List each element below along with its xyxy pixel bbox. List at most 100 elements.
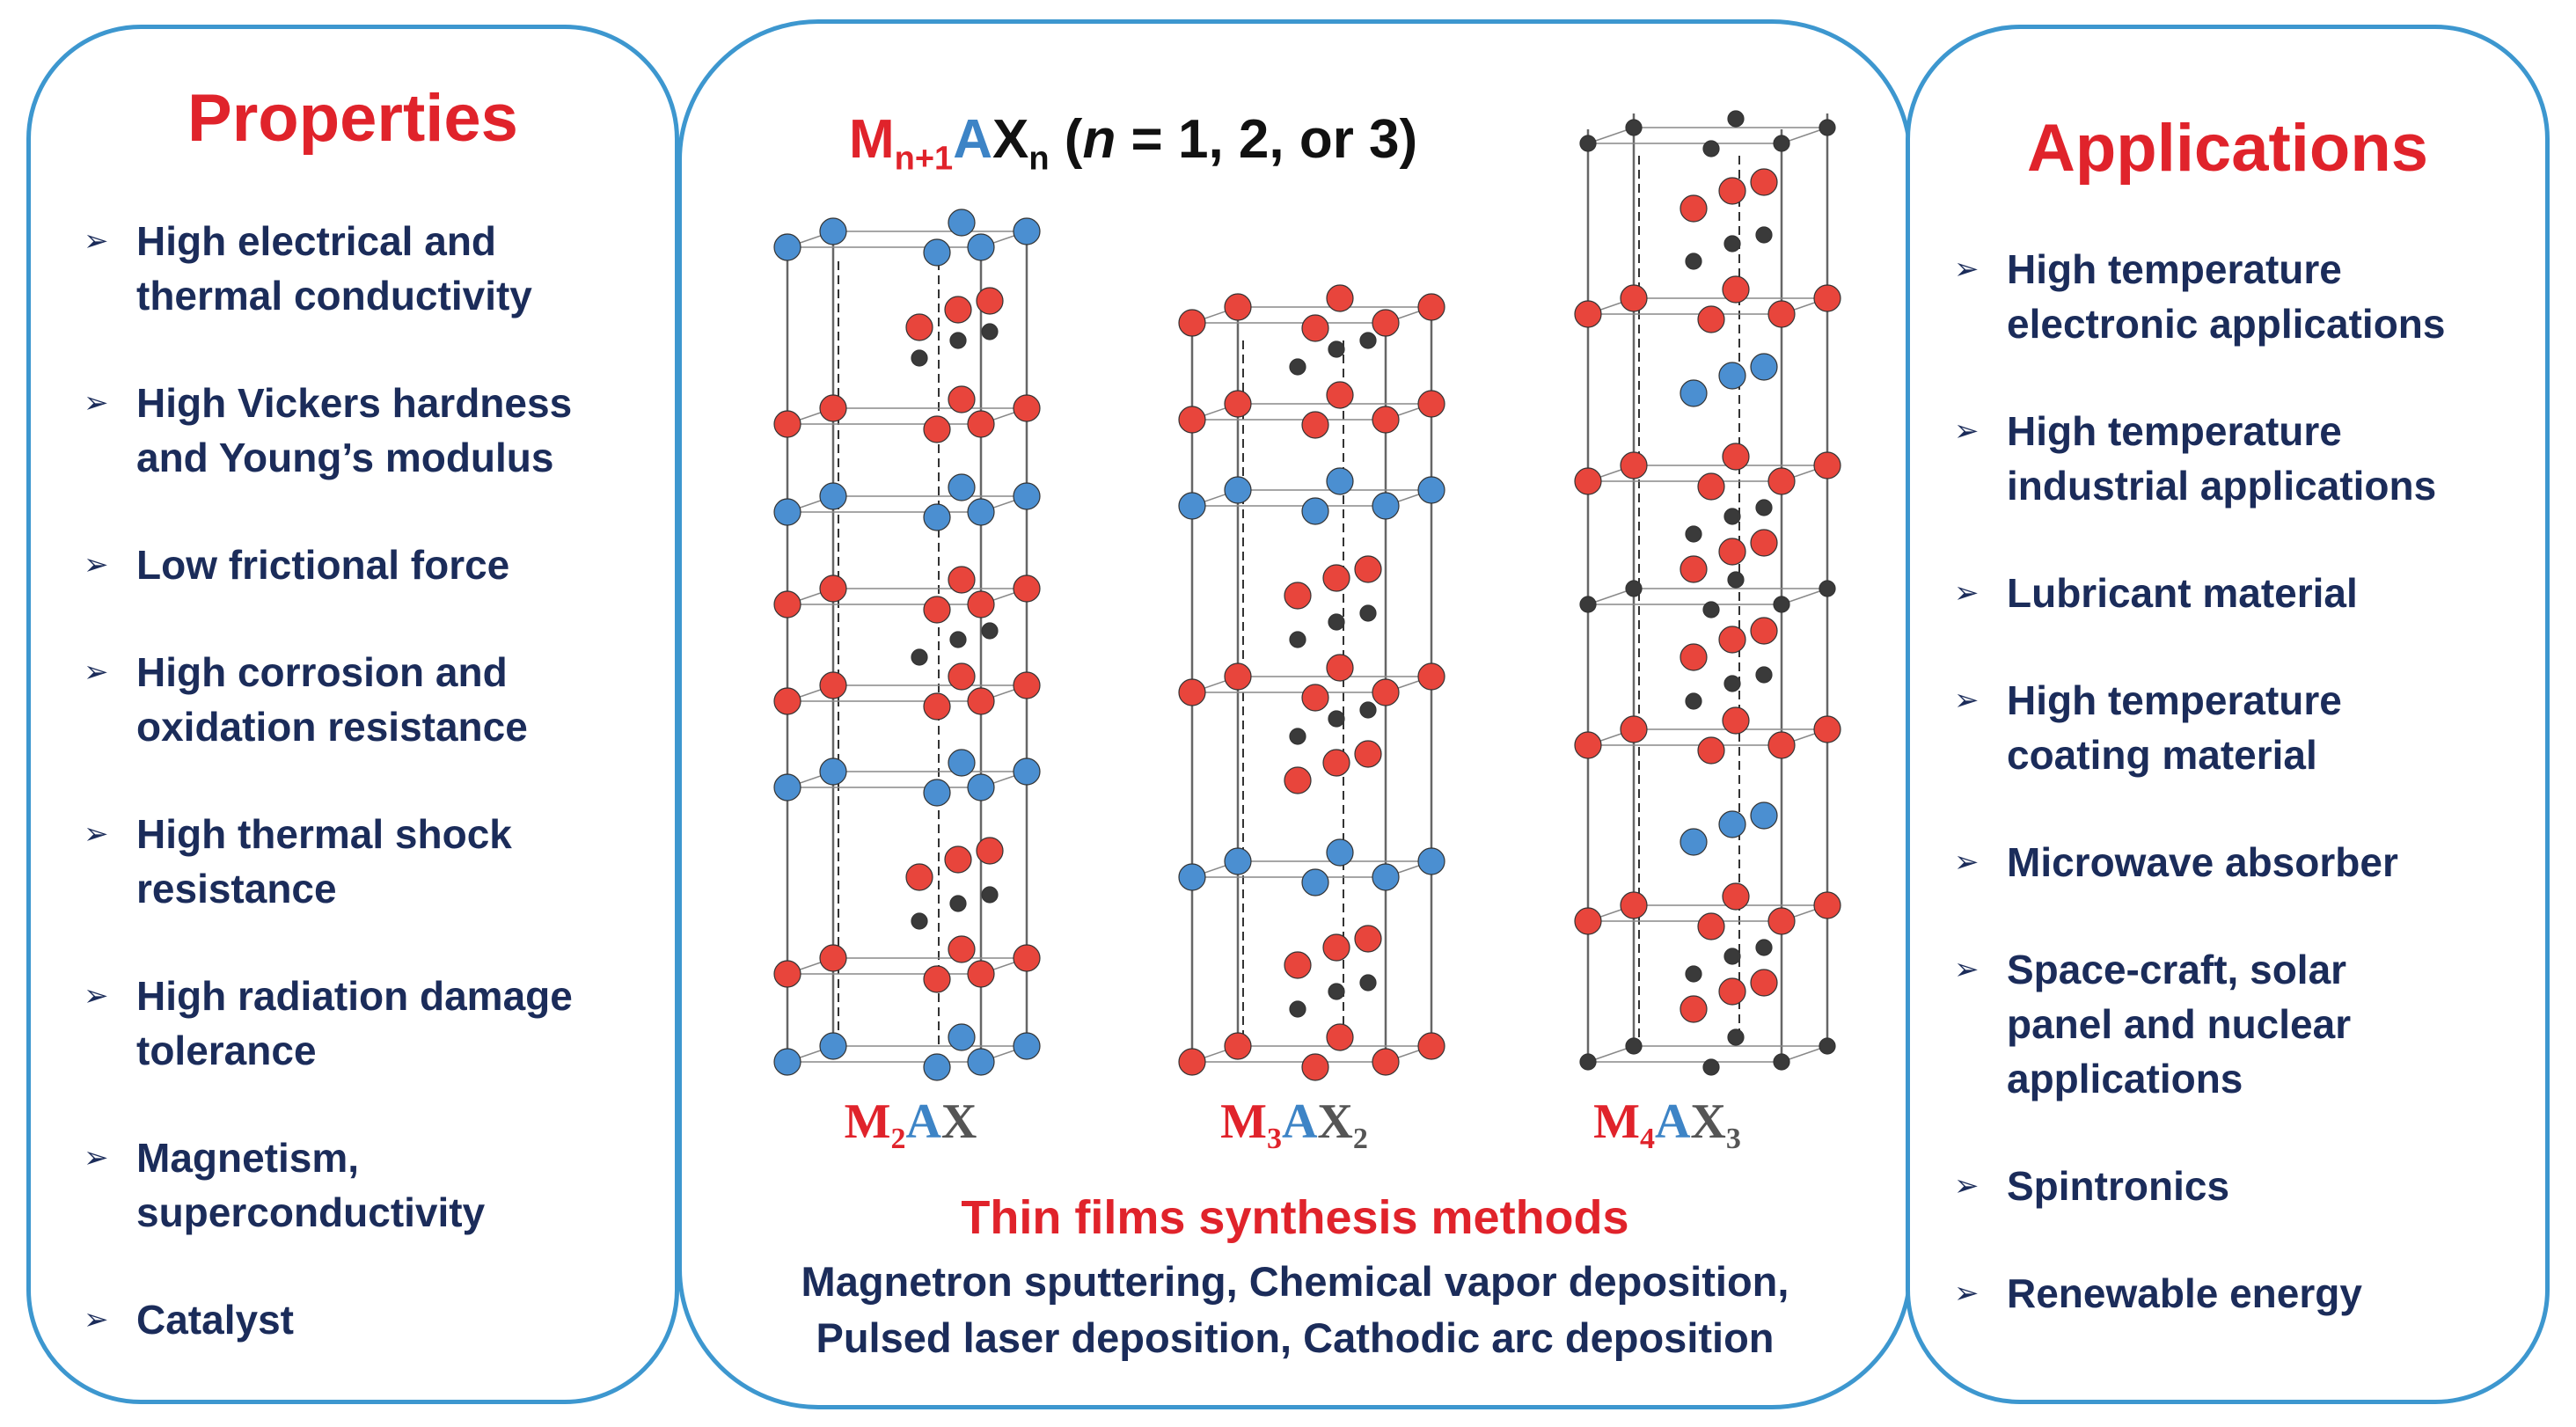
m3ax2-atom <box>1372 678 1400 706</box>
m3ax2-atom <box>1372 492 1400 520</box>
formula-m: M <box>849 109 895 170</box>
m3ax2-atom <box>1328 340 1345 358</box>
m4ax3-atom <box>1680 194 1708 223</box>
property-item-text: High radiation damage <box>136 973 573 1019</box>
m3ax2-atom <box>1178 309 1206 337</box>
m2ax-atom <box>923 779 951 807</box>
m3ax2-atom <box>1301 684 1329 712</box>
m3ax2-atom <box>1359 332 1377 349</box>
m3ax2-atom <box>1372 1048 1400 1076</box>
m3ax2-label: M3AX2 <box>1220 1094 1368 1156</box>
application-item-text: Microwave absorber <box>2007 839 2398 885</box>
m3ax2-atom <box>1417 847 1445 875</box>
m3ax2-atom <box>1224 390 1252 418</box>
formula-n-variable: n <box>1082 109 1116 170</box>
m2ax-atom <box>773 773 801 801</box>
arrow-bullet-icon: ➢ <box>1954 576 1980 610</box>
formula-n-values: = 1, 2, or 3) <box>1116 109 1418 170</box>
application-item-text: Renewable energy <box>2007 1270 2362 1316</box>
property-item-text: Low frictional force <box>136 542 510 588</box>
m4ax3-atom <box>1718 977 1746 1006</box>
m2ax-atom <box>773 233 801 261</box>
applications-title: Applications <box>2026 111 2429 186</box>
m4ax3-atom <box>1767 467 1796 495</box>
formula-a: A <box>953 109 992 170</box>
m2ax-atom <box>819 574 847 603</box>
m2ax-atom <box>949 332 967 349</box>
application-item: ➢Microwave absorber <box>1954 835 2528 889</box>
m3ax2-atom <box>1328 983 1345 1000</box>
m4ax3-atom <box>1819 119 1836 136</box>
m2ax-atom <box>773 410 801 438</box>
m2ax-atom <box>819 757 847 786</box>
property-item-text: resistance <box>136 866 337 911</box>
m2ax-atom <box>967 590 995 618</box>
m4ax3-atom <box>1697 736 1725 765</box>
m3ax2-atom <box>1326 467 1354 495</box>
m2ax-atom <box>948 662 976 691</box>
m2ax-atom <box>949 631 967 648</box>
m4ax3-atom <box>1702 1058 1720 1076</box>
m4ax3-atom <box>1819 1037 1836 1055</box>
m3ax2-atom <box>1224 847 1252 875</box>
application-item-text: electronic applications <box>2007 301 2446 347</box>
m4ax3-crystal-structure <box>1574 110 1841 1076</box>
m4ax3-atom <box>1718 177 1746 205</box>
m4ax3-atom <box>1819 580 1836 597</box>
m3ax2-atom <box>1372 406 1400 434</box>
application-item-text: High temperature <box>2007 246 2342 292</box>
m4ax3-atom <box>1620 891 1648 919</box>
m4ax3-atom <box>1750 617 1778 645</box>
formula-x: X <box>992 109 1029 170</box>
arrow-bullet-icon: ➢ <box>1954 414 1980 448</box>
arrow-bullet-icon: ➢ <box>84 817 109 851</box>
m4ax3-atom <box>1755 226 1773 244</box>
application-item-text: High temperature <box>2007 677 2342 723</box>
m2ax-atom <box>981 622 999 640</box>
m2ax-atom <box>923 415 951 443</box>
m3ax2-atom <box>1178 678 1206 706</box>
m3ax2-atom <box>1359 604 1377 622</box>
m4ax3-atom <box>1625 580 1643 597</box>
m3ax2-atom <box>1301 314 1329 342</box>
m3ax2-atom <box>1326 838 1354 867</box>
m4ax3-atom <box>1727 1028 1745 1046</box>
m4ax3-atom <box>1723 675 1741 692</box>
m2ax-atom <box>911 912 928 930</box>
m4ax3-atom <box>1723 948 1741 965</box>
arrow-bullet-icon: ➢ <box>84 1303 109 1336</box>
application-item-text: Lubricant material <box>2007 570 2358 616</box>
m4ax3-atom <box>1767 300 1796 328</box>
application-item-text: Space-craft, solar <box>2007 947 2347 992</box>
m2ax-atom <box>923 965 951 993</box>
m2ax-atom <box>1013 394 1041 422</box>
m3ax2-atom <box>1322 933 1350 962</box>
m2ax-atom <box>773 687 801 715</box>
m3ax2-atom <box>1417 662 1445 691</box>
m4ax3-atom <box>1722 706 1750 735</box>
m2ax-atom <box>819 394 847 422</box>
m4ax3-atom <box>1813 715 1841 743</box>
m2ax-atom <box>819 671 847 699</box>
m3ax2-atom <box>1372 309 1400 337</box>
m3ax2-atom <box>1284 951 1312 979</box>
m3ax2-atom <box>1326 654 1354 682</box>
m4ax3-label: M4AX3 <box>1593 1094 1741 1156</box>
m2ax-atom <box>819 1032 847 1060</box>
application-item-text: coating material <box>2007 732 2317 778</box>
m4ax3-atom <box>1722 882 1750 911</box>
property-item-text: High corrosion and <box>136 649 508 695</box>
applications-list: ➢ High temperature electronic applications… <box>1954 242 2528 1373</box>
m3ax2-atom <box>1417 1032 1445 1060</box>
m3ax2-atom <box>1289 728 1306 745</box>
application-item: ➢Spintronics <box>1954 1159 2528 1213</box>
m4ax3-atom <box>1718 362 1746 390</box>
m2ax-atom <box>976 837 1004 865</box>
m4ax3-atom <box>1750 529 1778 557</box>
m2ax-atom <box>923 692 951 721</box>
m4ax3-atom <box>1750 969 1778 997</box>
general-formula: Mn+1AXn (n = 1, 2, or 3) <box>849 108 1417 178</box>
